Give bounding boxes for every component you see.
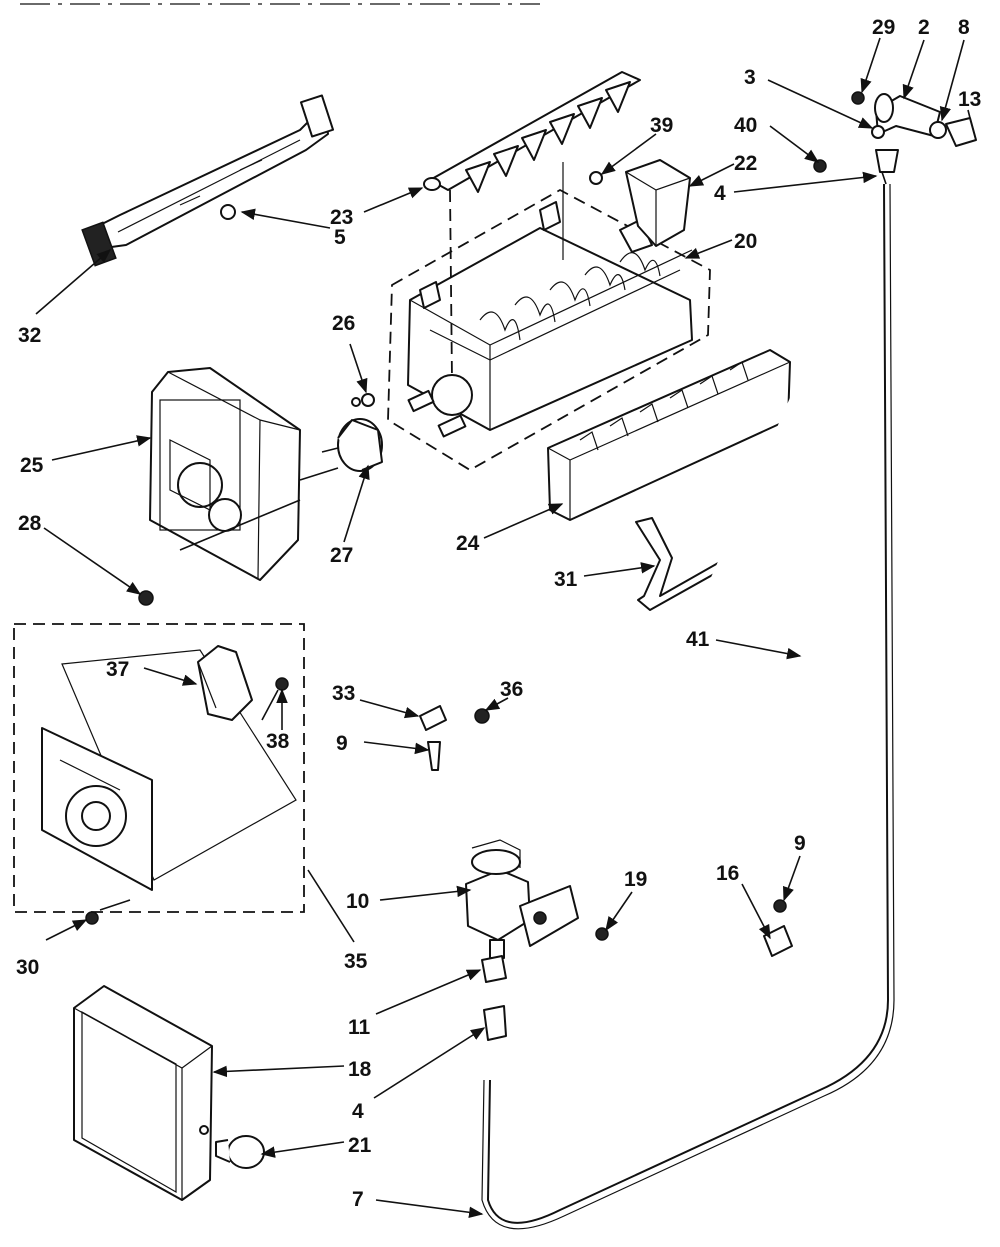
callout-38: 38: [266, 730, 290, 753]
callout-labels: 29 2 8 13 3 40 39 22 4 23 20 5 32 26 25 …: [16, 16, 981, 1211]
callout-9-upper: 9: [336, 732, 348, 755]
clamp-16-part: [763, 899, 793, 957]
fitting-4-lower-part: [483, 1005, 507, 1041]
callout-31: 31: [554, 568, 578, 591]
bracket-assembly-part: [13, 623, 305, 913]
water-tube-part: [481, 183, 895, 1230]
screw-30-part: [85, 911, 99, 925]
callout-4-upper: 4: [714, 182, 726, 205]
callout-22: 22: [734, 152, 757, 175]
leader-lines: [35, 37, 971, 1219]
callout-13: 13: [958, 88, 981, 111]
inlet-fitting-part: [813, 91, 977, 185]
callout-41: 41: [686, 628, 710, 651]
motor-part: [321, 418, 383, 472]
callout-27: 27: [330, 544, 353, 567]
knob-21-part: [215, 1135, 265, 1169]
screw-38-part: [261, 677, 289, 721]
wire-harness-part: [81, 94, 335, 267]
callout-21: 21: [348, 1134, 372, 1157]
mold-assembly-part: [387, 188, 711, 472]
callout-20: 20: [734, 230, 757, 253]
callout-23: 23: [330, 206, 353, 229]
callout-19: 19: [624, 868, 647, 891]
callout-30: 30: [16, 956, 39, 979]
callout-32: 32: [18, 324, 41, 347]
callout-33: 33: [332, 682, 355, 705]
callout-39: 39: [650, 114, 673, 137]
cover-18-part: [73, 985, 213, 1201]
callout-25: 25: [20, 454, 44, 477]
screw-26-part: [351, 393, 375, 407]
callout-8: 8: [958, 16, 970, 39]
callout-24: 24: [456, 532, 480, 555]
callout-35: 35: [344, 950, 368, 973]
bracket-33-part: [419, 705, 490, 771]
water-valve-part: [465, 839, 609, 959]
control-housing-part: [149, 367, 339, 581]
callout-40: 40: [734, 114, 757, 137]
callout-16: 16: [716, 862, 739, 885]
callout-10: 10: [346, 890, 369, 913]
callout-36: 36: [500, 678, 523, 701]
callout-4-lower: 4: [352, 1100, 364, 1123]
callout-28: 28: [18, 512, 42, 535]
callout-18: 18: [348, 1058, 372, 1081]
screw-28-part: [138, 590, 154, 606]
callout-9-lower: 9: [794, 832, 806, 855]
callout-3: 3: [744, 66, 756, 89]
callout-11: 11: [348, 1016, 371, 1039]
callout-37: 37: [106, 658, 129, 681]
callout-5: 5: [334, 226, 346, 249]
callout-7: 7: [352, 1188, 364, 1211]
screw-39-part: [562, 162, 603, 260]
callout-29: 29: [872, 16, 895, 39]
nut-11-part: [481, 955, 507, 983]
fill-cup-part: [625, 159, 691, 247]
ejector-part: [423, 71, 641, 381]
callout-26: 26: [332, 312, 355, 335]
motor-37-part: [197, 645, 253, 721]
callout-2: 2: [918, 16, 930, 39]
